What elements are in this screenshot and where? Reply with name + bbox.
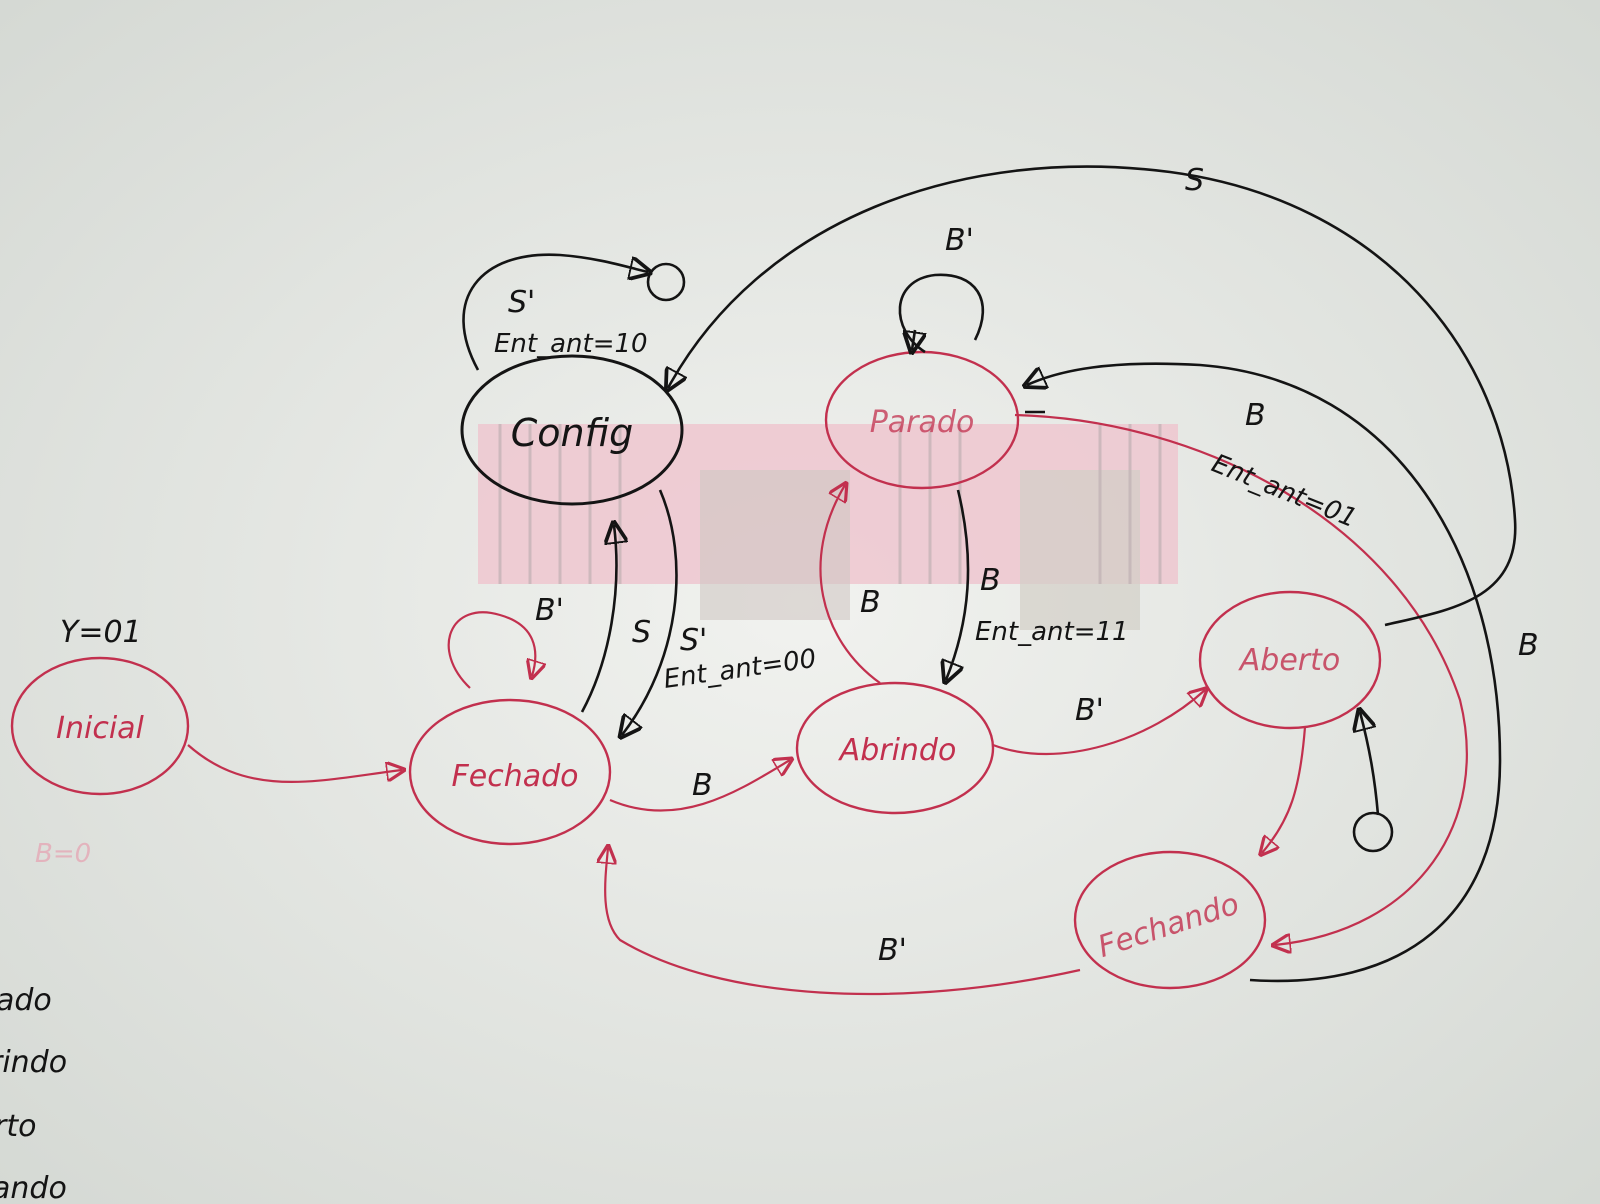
- window-reflection: [478, 424, 1178, 630]
- inicial-faded-label: B=0: [35, 839, 91, 869]
- edge-parado-self: [898, 273, 985, 354]
- abrindo-to-parado-label: B: [860, 585, 881, 620]
- edge-inicial-fechado: [187, 744, 402, 783]
- side-list-item: rindo: [0, 1045, 67, 1080]
- config-to-fechado-cond-label: S': [680, 623, 707, 658]
- edge-parado-fechando-red: [1014, 413, 1468, 945]
- top-arc-S-label: S: [1185, 163, 1204, 198]
- config-self-loop-tip: [646, 262, 686, 302]
- state-abrindo-circle: [795, 681, 995, 815]
- state-aberto-label: Aberto: [1238, 643, 1340, 678]
- fechado-to-config-label: S: [632, 615, 651, 650]
- edge-aberto-config-S: [668, 165, 1517, 627]
- state-config-label: Config: [511, 411, 634, 455]
- parado-to-abrindo-out-label: Ent_ant=11: [975, 617, 1129, 647]
- edge-config-fechado: [622, 489, 678, 735]
- side-list-item: rto: [0, 1109, 36, 1144]
- side-list: ado rindo rto ando: [0, 983, 67, 1204]
- state-inicial-label: Inicial: [56, 711, 144, 746]
- edge-aberto-self: [1360, 712, 1380, 816]
- edge-fechado-abrindo: [609, 760, 790, 812]
- inicial-output-label: Y=01: [60, 615, 142, 650]
- edge-fechado-self: [447, 611, 536, 689]
- edge-aberto-fechando: [1262, 726, 1307, 853]
- side-list-item: ado: [0, 983, 52, 1018]
- state-config-circle: [460, 354, 684, 506]
- state-fechado-label: Fechado: [451, 759, 578, 794]
- state-aberto-circle: [1198, 590, 1382, 730]
- state-inicial-circle: [10, 656, 190, 796]
- edge-fechando-parado: [1027, 362, 1502, 983]
- config-self-out-label: Ent_ant=10: [494, 329, 648, 359]
- config-self-cond-label: S': [508, 285, 535, 320]
- aberto-loop-tip: [1352, 811, 1394, 853]
- state-fechado-circle: [408, 698, 612, 846]
- parado-self-label: B': [945, 223, 974, 258]
- abrindo-to-aberto-label: B': [1075, 693, 1104, 728]
- aberto-right-B-label: B: [1518, 628, 1539, 663]
- edge-config-self: [462, 253, 648, 371]
- fechado-self-label: B': [535, 593, 564, 628]
- state-parado-label: Parado: [870, 405, 975, 440]
- edge-abrindo-aberto: [992, 690, 1205, 756]
- edge-fechado-config: [580, 525, 616, 713]
- edge-parado-abrindo: [946, 489, 970, 680]
- side-list-item: ando: [0, 1171, 67, 1204]
- fechando-to-parado-cond-label: B: [1245, 398, 1266, 433]
- state-abrindo-label: Abrindo: [838, 733, 957, 768]
- parado-to-abrindo-cond-label: B: [980, 563, 1001, 598]
- edge-abrindo-parado: [819, 485, 881, 684]
- state-fechando-circle: [1073, 850, 1267, 990]
- fechado-to-abrindo-label: B: [692, 768, 713, 803]
- fechando-to-fechado-label: B': [878, 933, 907, 968]
- edge-fechando-fechado: [605, 848, 1081, 996]
